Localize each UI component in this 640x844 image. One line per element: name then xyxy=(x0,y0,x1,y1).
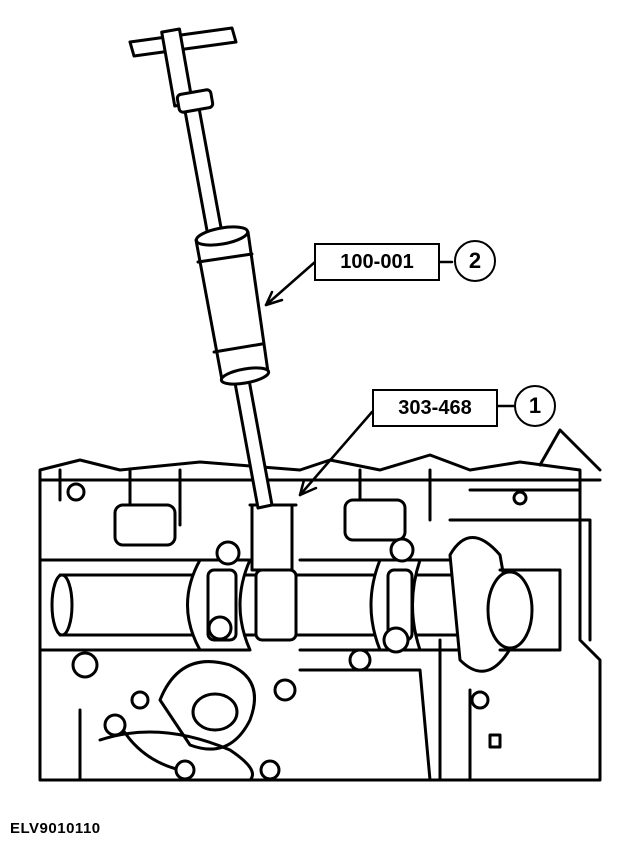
leader-lines xyxy=(264,260,516,497)
callout-number-1: 1 xyxy=(514,385,556,427)
engine-lower-details xyxy=(71,638,502,782)
tool-code-label-303-468: 303-468 xyxy=(372,389,498,427)
cam-sprocket xyxy=(448,536,562,710)
tool-code-label-100-001: 100-001 xyxy=(314,243,440,281)
bearing-cap-right xyxy=(369,537,422,654)
callout-number-2: 2 xyxy=(454,240,496,282)
figure-code: ELV9010110 xyxy=(10,820,101,837)
adapter-303-468 xyxy=(248,503,298,642)
bearing-cap-left xyxy=(186,540,252,652)
slide-hammer-100-001 xyxy=(128,26,274,510)
